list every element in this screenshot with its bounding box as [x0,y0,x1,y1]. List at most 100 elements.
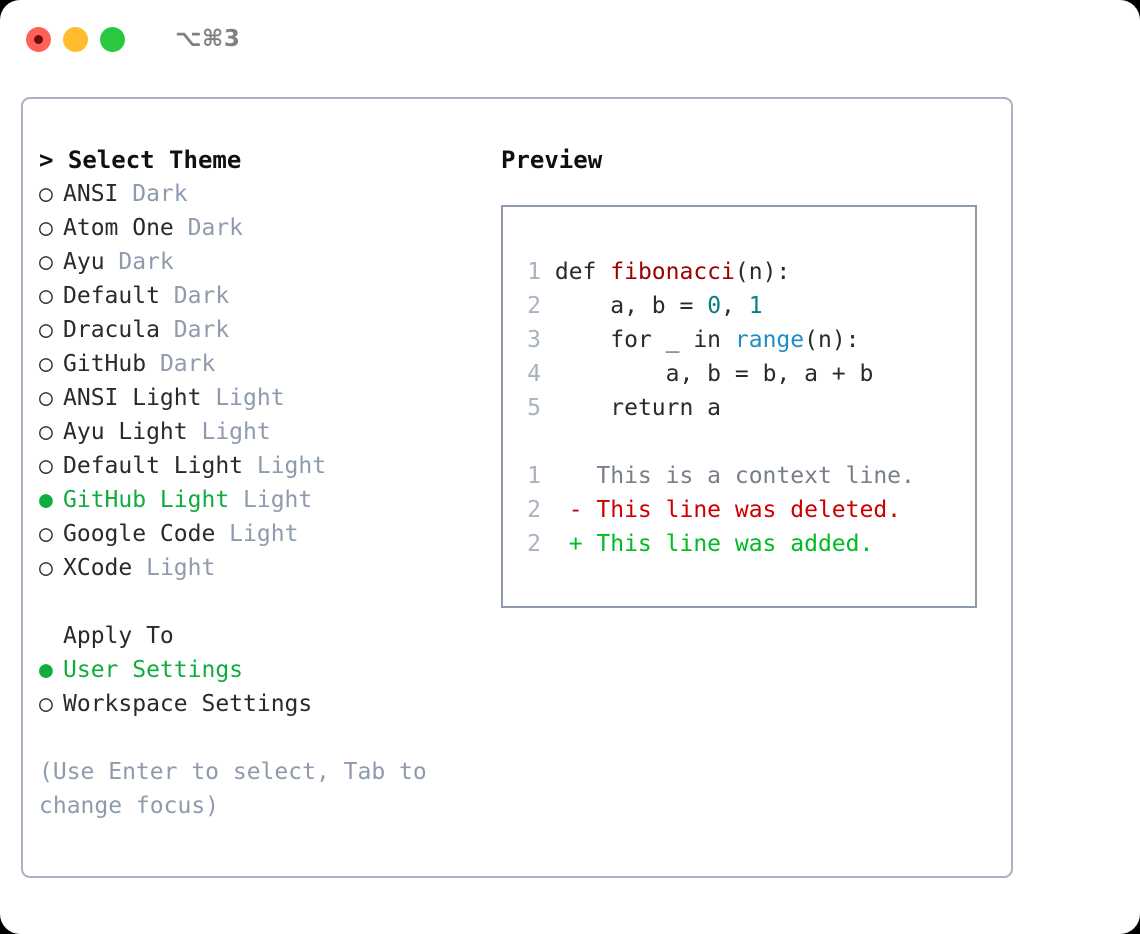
theme-option-name: XCode [63,555,133,581]
diff-line-content: - This line was deleted. [541,497,902,523]
code-gutter-space [541,259,555,285]
radio-unselected-icon: ○ [39,453,53,479]
theme-selection-column: > Select Theme ○ANSI Dark○Atom One Dark○… [39,143,479,823]
code-line-number: 3 [527,327,541,353]
apply-to-heading: Apply To [63,623,174,649]
theme-option[interactable]: ○ Default Light Light [39,449,479,483]
theme-option-name: Default Light [63,453,244,479]
code-diff-spacer [515,425,975,459]
theme-option-kind: Dark [159,283,230,309]
theme-option[interactable]: ○ Ayu Light Light [39,415,479,449]
theme-option-name: ANSI Light [63,385,202,411]
code-line-number: 2 [527,293,541,319]
radio-unselected-icon: ○ [39,249,53,275]
code-gutter-space [541,293,555,319]
diff-line-number: 2 [527,531,541,557]
theme-option-name: GitHub [63,351,147,377]
main-panel: > Select Theme ○ANSI Dark○Atom One Dark○… [21,97,1013,878]
diff-line: 2 - This line was deleted. [515,493,975,527]
code-token: for _ in [554,327,735,353]
code-line-number: 1 [527,259,541,285]
diff-line-content: + This line was added. [541,531,874,557]
theme-option[interactable]: ○ Ayu Dark [39,245,479,279]
radio-unselected-icon: ○ [39,181,53,207]
theme-option-name: GitHub Light [63,487,230,513]
diff-line: 1 This is a context line. [515,459,975,493]
code-line: 1 def fibonacci(n): [515,255,975,289]
theme-option[interactable]: ○ GitHub Dark [39,347,479,381]
radio-selected-icon: ● [39,657,53,683]
radio-unselected-icon: ○ [39,351,53,377]
close-window-button[interactable] [26,26,51,52]
diff-line-number: 1 [527,463,541,489]
theme-option-kind: Light [243,453,327,479]
theme-list[interactable]: ○ANSI Dark○Atom One Dark○Ayu Dark○Defaul… [39,177,479,585]
theme-option[interactable]: ○ Dracula Dark [39,313,479,347]
theme-option-kind: Dark [104,249,174,275]
code-line: 5 return a [515,391,975,425]
apply-to-option-label: Workspace Settings [63,691,313,717]
radio-unselected-icon: ○ [39,215,53,241]
theme-option[interactable]: ○Atom One Dark [39,211,479,245]
radio-unselected-icon: ○ [39,419,53,445]
theme-option-kind: Dark [146,351,216,377]
theme-option-kind: Light [201,385,285,411]
diff-sample: 1 This is a context line.2 - This line w… [515,459,975,561]
radio-unselected-icon: ○ [39,555,53,581]
code-gutter-space [541,361,555,387]
radio-selected-icon: ● [39,487,53,513]
code-line-number: 5 [527,395,541,421]
theme-option-kind: Dark [159,317,230,343]
theme-option[interactable]: ○ Default Dark [39,279,479,313]
theme-option[interactable]: ○ Google Code Light [39,517,479,551]
code-token: 1 [748,293,763,319]
theme-option-kind: Dark [118,181,188,207]
theme-option-name: Google Code [63,521,216,547]
apply-to-list[interactable]: ●User Settings○Workspace Settings [39,653,479,721]
theme-option[interactable]: ○ XCode Light [39,551,479,585]
minimize-window-button[interactable] [63,26,88,52]
radio-unselected-icon: ○ [39,283,53,309]
code-line: 3 for _ in range(n): [515,323,975,357]
theme-option[interactable]: ○ANSI Dark [39,177,479,211]
theme-option-kind: Light [187,419,271,445]
code-line: 2 a, b = 0, 1 [515,289,975,323]
theme-option-name: Dracula [63,317,160,343]
maximize-window-button[interactable] [100,26,125,52]
code-token: range [734,327,805,353]
keyboard-hint-text: (Use Enter to select, Tab to change focu… [39,759,427,819]
code-gutter-space [541,395,555,421]
code-token: fibonacci [610,259,735,285]
theme-option[interactable]: ●GitHub Light Light [39,483,479,517]
diff-line: 2 + This line was added. [515,527,975,561]
diff-line-content: This is a context line. [541,463,915,489]
theme-option-name: Ayu [63,249,105,275]
code-token: 0 [707,293,722,319]
code-gutter-space [541,327,555,353]
preview-heading: Preview [501,146,603,174]
theme-option-kind: Light [215,521,299,547]
traffic-lights [26,26,125,52]
apply-to-option[interactable]: ●User Settings [39,653,479,687]
code-token: (n): [734,259,791,285]
theme-option-name: Atom One [63,215,174,241]
theme-option-kind: Light [132,555,216,581]
theme-option[interactable]: ○ANSI Light Light [39,381,479,415]
radio-unselected-icon: ○ [39,317,53,343]
theme-option-name: Default [63,283,160,309]
code-token: , [721,293,749,319]
code-token: a, b = b, a + b [554,361,874,387]
code-line: 4 a, b = b, a + b [515,357,975,391]
apply-to-option[interactable]: ○Workspace Settings [39,687,479,721]
code-line-number: 4 [527,361,541,387]
code-token: def [554,259,611,285]
code-token: a, b = [554,293,708,319]
title-bar: ⌥⌘3 [0,0,1140,78]
preview-column: Preview 1 def fibonacci(n):2 a, b = 0, 1… [501,143,1001,608]
theme-option-name: Ayu Light [63,419,188,445]
diff-line-number: 2 [527,497,541,523]
select-theme-heading: > Select Theme [39,146,242,174]
radio-unselected-icon: ○ [39,521,53,547]
